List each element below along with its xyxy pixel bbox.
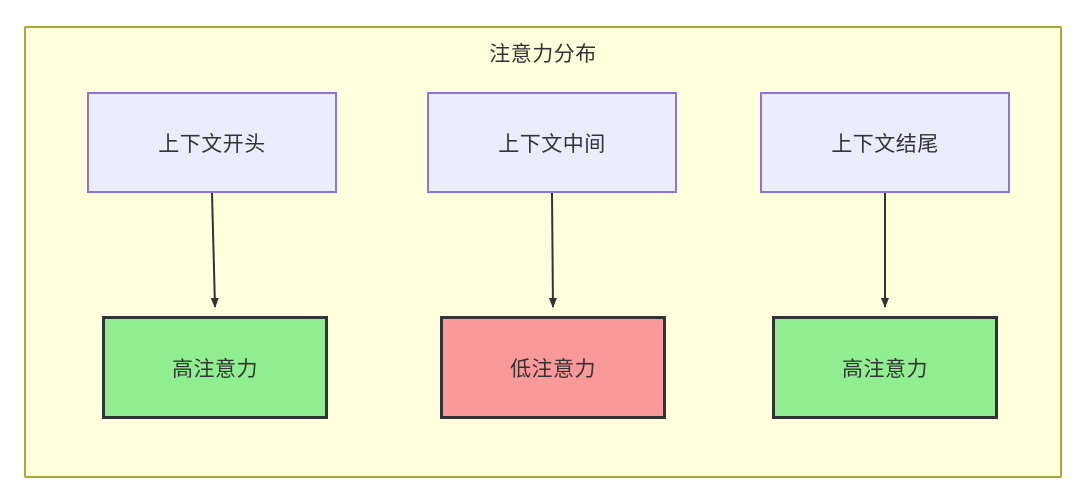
node-attn-low-middle[interactable]: 低注意力 bbox=[440, 316, 666, 419]
node-label: 上下文开头 bbox=[158, 132, 266, 156]
node-label: 高注意力 bbox=[172, 357, 258, 381]
node-ctx-start[interactable]: 上下文开头 bbox=[87, 92, 337, 193]
node-label: 低注意力 bbox=[510, 357, 596, 381]
node-attn-high-start[interactable]: 高注意力 bbox=[102, 316, 328, 419]
node-label: 上下文结尾 bbox=[831, 132, 939, 156]
node-ctx-middle[interactable]: 上下文中间 bbox=[427, 92, 677, 193]
subgraph-title: 注意力分布 bbox=[489, 43, 597, 66]
node-ctx-end[interactable]: 上下文结尾 bbox=[760, 92, 1010, 193]
node-attn-high-end[interactable]: 高注意力 bbox=[772, 316, 998, 419]
node-label: 上下文中间 bbox=[498, 132, 606, 156]
node-label: 高注意力 bbox=[842, 357, 928, 381]
